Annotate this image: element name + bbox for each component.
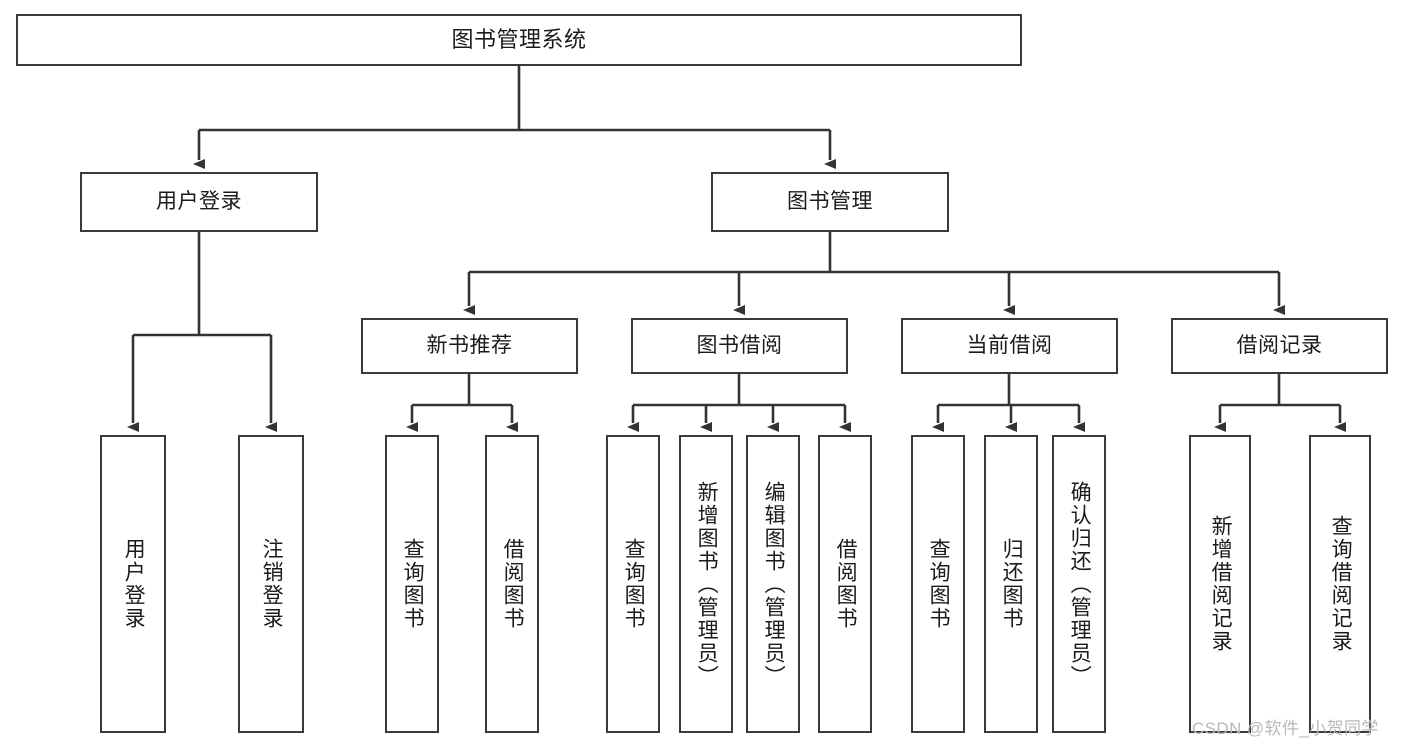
node-book-borrow-label: 图书借阅	[696, 333, 783, 357]
node-leaf-borrow-book-1-label: 借阅图书	[501, 538, 525, 630]
node-leaf-confirm-return[interactable]: 确认归还（管理员）	[1052, 435, 1106, 733]
node-book-manage[interactable]: 图书管理	[711, 172, 949, 232]
node-leaf-query-book-1[interactable]: 查询图书	[385, 435, 439, 733]
node-book-manage-label: 图书管理	[787, 189, 873, 213]
node-borrow-record[interactable]: 借阅记录	[1171, 318, 1388, 374]
node-leaf-add-record[interactable]: 新增借阅记录	[1189, 435, 1251, 733]
node-leaf-add-record-label: 新增借阅记录	[1209, 515, 1233, 653]
node-new-book-recommend-label: 新书推荐	[426, 333, 513, 357]
node-new-book-recommend[interactable]: 新书推荐	[361, 318, 578, 374]
node-borrow-record-label: 借阅记录	[1236, 333, 1323, 357]
node-leaf-add-book-label: 新增图书（管理员）	[695, 480, 719, 688]
node-leaf-user-logout-label: 注销登录	[260, 538, 284, 630]
node-leaf-query-record[interactable]: 查询借阅记录	[1309, 435, 1371, 733]
node-leaf-edit-book[interactable]: 编辑图书（管理员）	[746, 435, 800, 733]
node-leaf-borrow-book-1[interactable]: 借阅图书	[485, 435, 539, 733]
node-root[interactable]: 图书管理系统	[16, 14, 1022, 66]
node-leaf-return-book[interactable]: 归还图书	[984, 435, 1038, 733]
node-leaf-borrow-book-2[interactable]: 借阅图书	[818, 435, 872, 733]
node-book-borrow[interactable]: 图书借阅	[631, 318, 848, 374]
node-root-label: 图书管理系统	[451, 27, 587, 53]
node-current-borrow-label: 当前借阅	[966, 333, 1053, 357]
node-leaf-user-login-label: 用户登录	[122, 538, 146, 630]
node-leaf-return-book-label: 归还图书	[1000, 538, 1024, 630]
node-leaf-add-book[interactable]: 新增图书（管理员）	[679, 435, 733, 733]
node-user-login[interactable]: 用户登录	[80, 172, 318, 232]
node-leaf-query-book-2[interactable]: 查询图书	[606, 435, 660, 733]
node-leaf-edit-book-label: 编辑图书（管理员）	[762, 480, 786, 688]
node-leaf-confirm-return-label: 确认归还（管理员）	[1068, 480, 1092, 688]
node-leaf-user-login[interactable]: 用户登录	[100, 435, 166, 733]
node-leaf-borrow-book-2-label: 借阅图书	[834, 538, 858, 630]
node-leaf-query-book-1-label: 查询图书	[401, 538, 425, 630]
node-leaf-user-logout[interactable]: 注销登录	[238, 435, 304, 733]
node-leaf-query-book-2-label: 查询图书	[622, 538, 646, 630]
node-leaf-query-record-label: 查询借阅记录	[1329, 515, 1353, 653]
node-current-borrow[interactable]: 当前借阅	[901, 318, 1118, 374]
node-user-login-label: 用户登录	[156, 189, 242, 213]
node-leaf-query-book-3-label: 查询图书	[927, 538, 951, 630]
watermark-text: CSDN @软件_小贺同学	[1192, 719, 1379, 738]
node-leaf-query-book-3[interactable]: 查询图书	[911, 435, 965, 733]
